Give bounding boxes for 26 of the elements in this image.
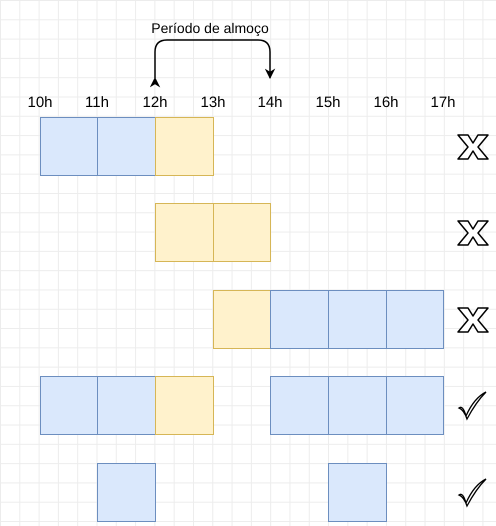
lunch-slot-box bbox=[155, 203, 214, 262]
time-slot-box bbox=[328, 463, 387, 522]
hour-label: 12h bbox=[142, 94, 168, 111]
time-slot-box bbox=[328, 376, 387, 435]
time-slot-box bbox=[328, 290, 387, 349]
hour-label: 16h bbox=[373, 94, 399, 111]
time-slot-box bbox=[270, 290, 329, 349]
annotation-text: Período de almoço bbox=[151, 20, 269, 36]
hour-label: 14h bbox=[257, 94, 283, 111]
lunch-slot-box bbox=[213, 290, 271, 349]
lunch-slot-box bbox=[213, 203, 271, 262]
time-slot-box bbox=[386, 376, 444, 435]
hour-label: 10h bbox=[27, 94, 53, 111]
time-slot-box bbox=[97, 463, 156, 522]
hour-label: 17h bbox=[430, 94, 456, 111]
time-slot-box bbox=[97, 117, 156, 176]
lunch-slot-box bbox=[155, 376, 214, 435]
time-slot-box bbox=[386, 290, 444, 349]
time-slot-box bbox=[270, 376, 329, 435]
time-slot-box bbox=[97, 376, 156, 435]
hour-label: 11h bbox=[85, 94, 109, 111]
lunch-slot-box bbox=[155, 117, 214, 176]
hour-label: 15h bbox=[315, 94, 341, 111]
hour-label: 13h bbox=[200, 94, 226, 111]
time-slot-box bbox=[40, 117, 98, 176]
time-slot-box bbox=[40, 376, 98, 435]
